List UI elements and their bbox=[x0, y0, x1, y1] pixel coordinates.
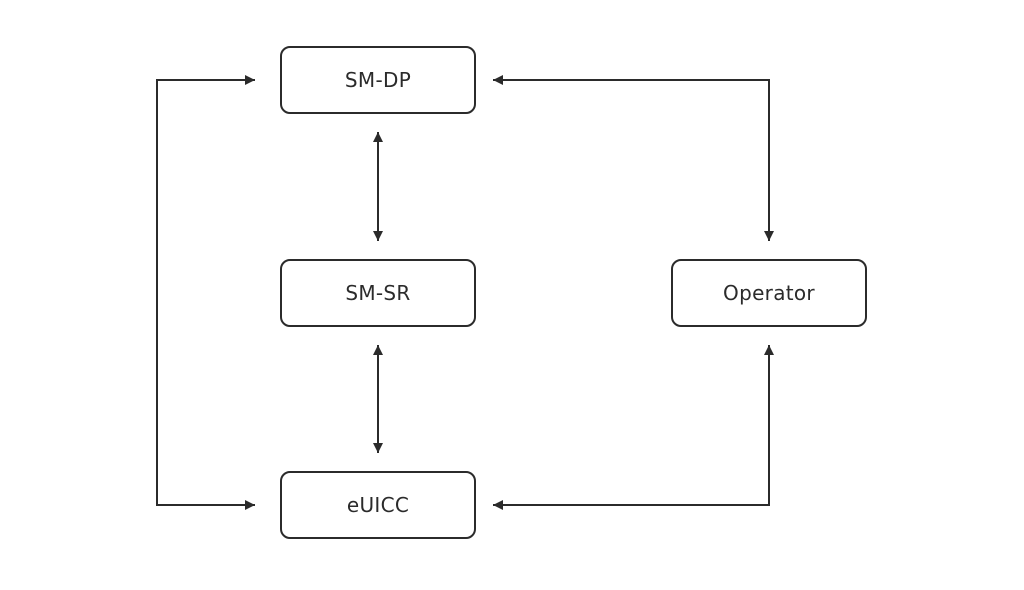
smdp-operator-arrow bbox=[493, 75, 774, 241]
node-sm-dp: SM-DP bbox=[280, 46, 476, 114]
node-operator-label: Operator bbox=[723, 281, 815, 305]
node-operator: Operator bbox=[671, 259, 867, 327]
node-euicc: eUICC bbox=[280, 471, 476, 539]
euicc-operator-arrow bbox=[493, 345, 774, 510]
node-sm-sr: SM-SR bbox=[280, 259, 476, 327]
node-euicc-label: eUICC bbox=[346, 493, 410, 517]
smdp-euicc-loop-arrow bbox=[156, 75, 255, 510]
node-sm-sr-label: SM-SR bbox=[345, 281, 411, 305]
node-sm-dp-label: SM-DP bbox=[344, 68, 412, 92]
